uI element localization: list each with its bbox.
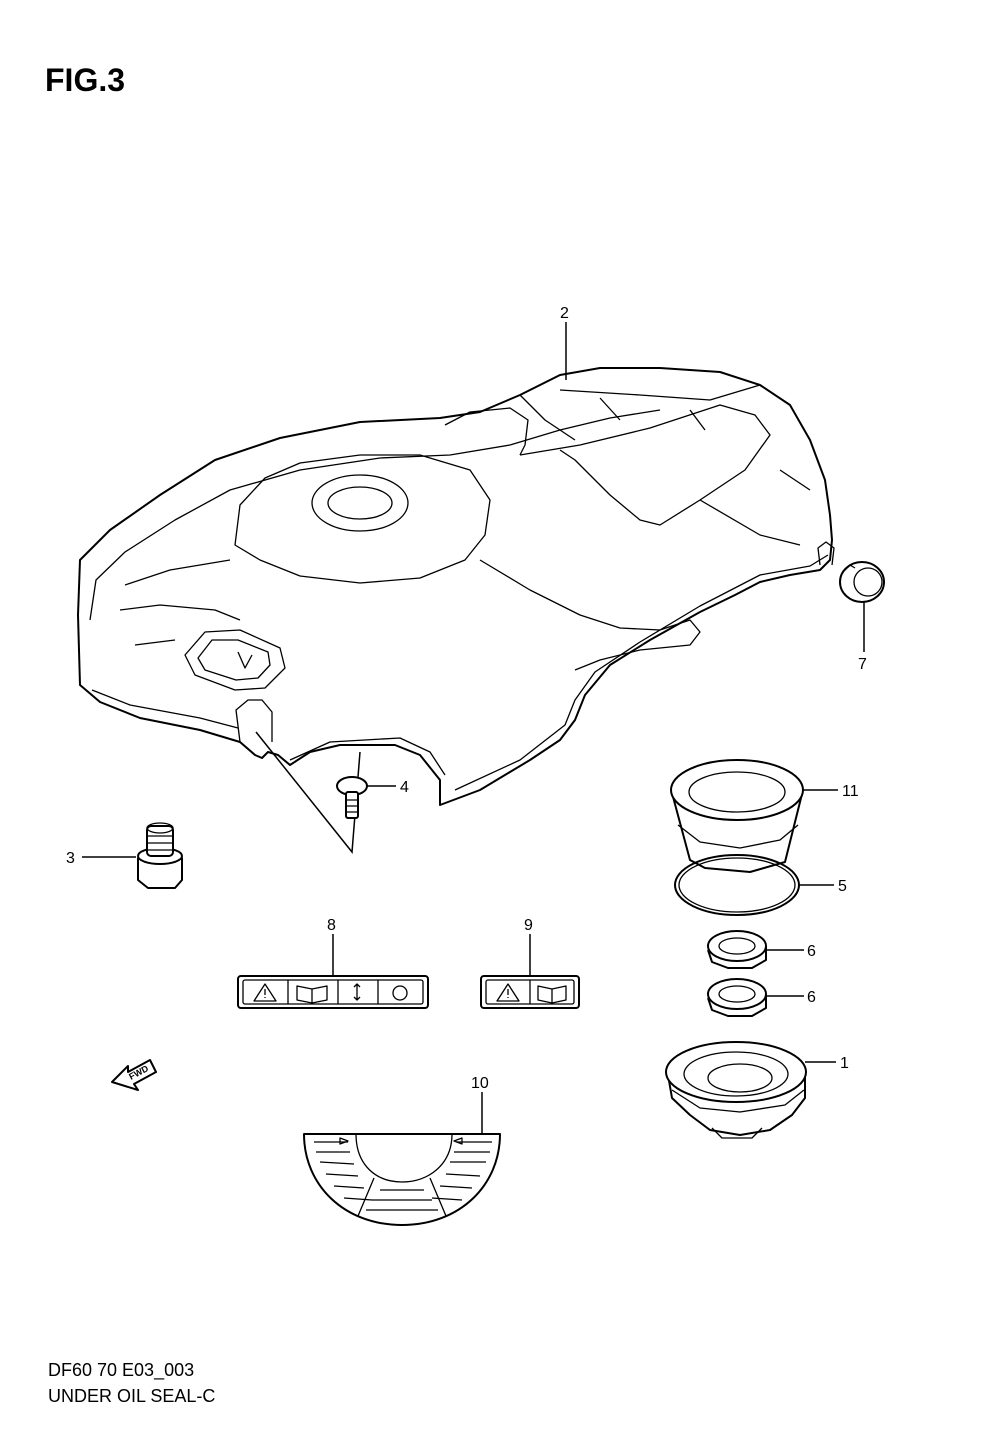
- callout-7: 7: [858, 656, 867, 673]
- callout-9: 9: [524, 917, 533, 934]
- callout-3: 3: [66, 850, 75, 867]
- callout-5: 5: [838, 878, 847, 895]
- part-2-under-cover[interactable]: [77, 367, 835, 806]
- part-6-bearing-lower[interactable]: [707, 978, 767, 1017]
- callout-10: 10: [471, 1075, 489, 1092]
- part-6-bearing-upper[interactable]: [707, 930, 767, 969]
- fwd-arrow-icon: FWD: [111, 1059, 157, 1091]
- part-8-warning-label[interactable]: [237, 975, 429, 1009]
- part-7-grommet[interactable]: [839, 561, 885, 603]
- callout-4: 4: [400, 779, 409, 796]
- part-11-seal[interactable]: [670, 759, 804, 873]
- callout-6b: 6: [807, 989, 816, 1006]
- part-10-decal[interactable]: [303, 1133, 501, 1226]
- callout-8: 8: [327, 917, 336, 934]
- diagram-code: DF60 70 E03_003: [48, 1360, 195, 1380]
- part-3-bolt[interactable]: [137, 822, 183, 889]
- callout-11: 11: [842, 783, 859, 800]
- part-1-housing[interactable]: [665, 1041, 807, 1139]
- callout-2: 2: [560, 305, 569, 322]
- part-4-screw[interactable]: [336, 776, 368, 819]
- callout-6a: 6: [807, 943, 816, 960]
- part-9-warning-label[interactable]: [480, 975, 580, 1009]
- diagram-name: UNDER OIL SEAL-C: [48, 1386, 216, 1406]
- figure-title: FIG.3: [45, 62, 126, 98]
- callout-1: 1: [840, 1055, 849, 1072]
